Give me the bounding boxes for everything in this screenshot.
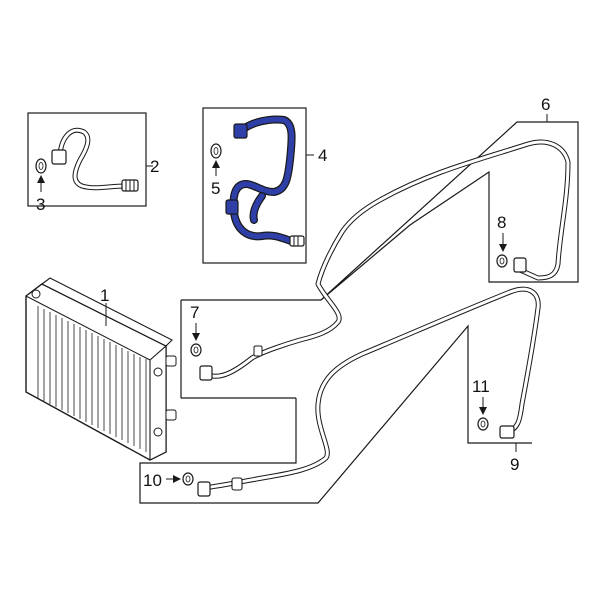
part-4-box <box>202 107 307 264</box>
callout-3: 3 <box>36 195 45 214</box>
part-1-radiator <box>25 277 177 461</box>
part-2-hose <box>51 127 139 192</box>
callout-8: 8 <box>497 213 506 232</box>
part-6-box <box>180 121 579 399</box>
callout-11: 11 <box>472 377 490 396</box>
callout-5: 5 <box>211 179 220 198</box>
callout-10: 10 <box>143 471 162 490</box>
part-2-box <box>27 112 147 207</box>
callout-2: 2 <box>150 157 159 176</box>
callout-1: 1 <box>100 286 109 305</box>
callout-4: 4 <box>318 146 327 165</box>
part-9-line <box>197 286 541 497</box>
callout-7: 7 <box>190 303 199 322</box>
part-9-box <box>139 324 532 504</box>
part-6-line <box>199 139 571 381</box>
callout-6: 6 <box>541 95 550 114</box>
callout-9: 9 <box>510 455 519 474</box>
part-4-hose-highlighted <box>225 115 305 247</box>
